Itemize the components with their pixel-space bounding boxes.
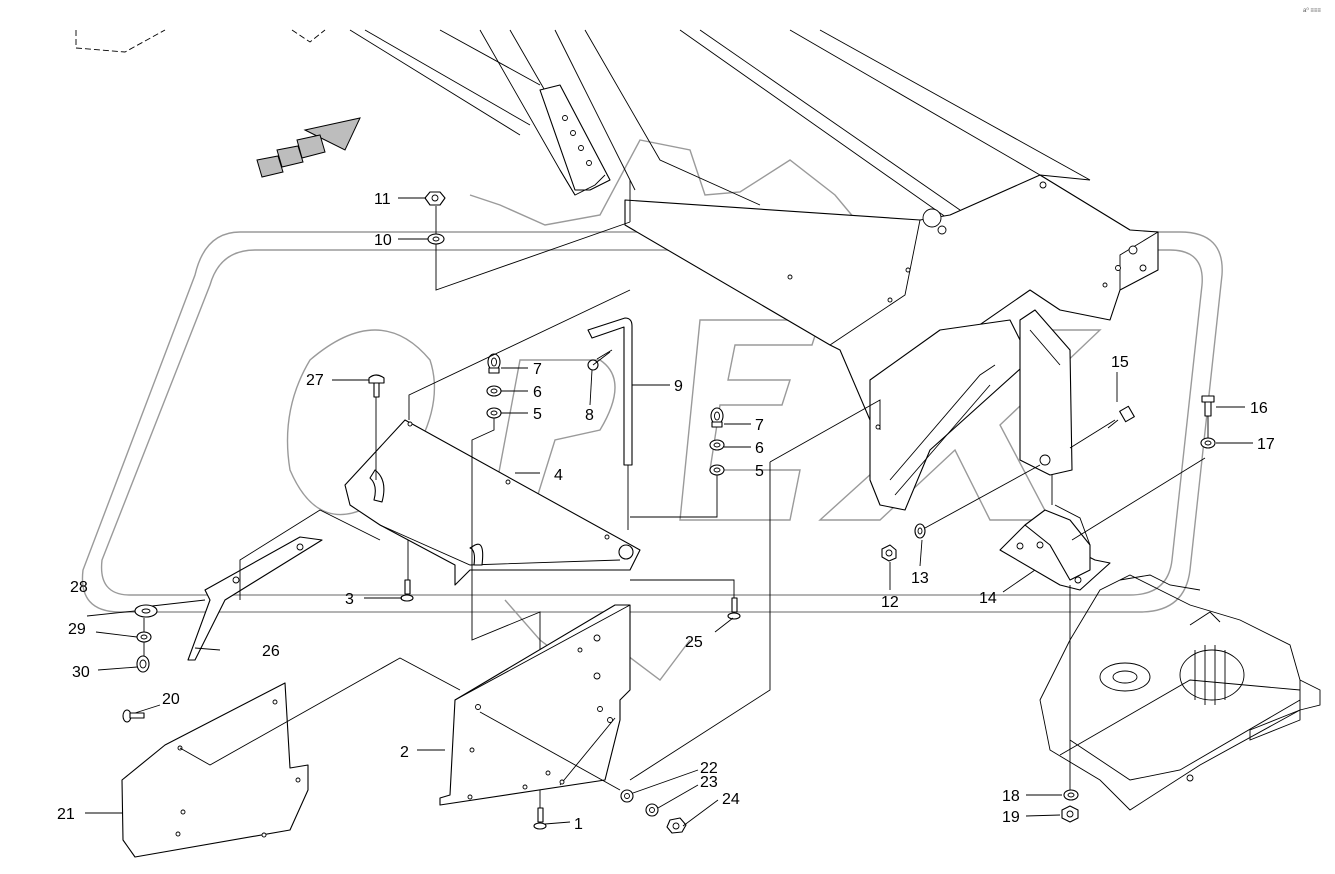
callout-30: 30	[72, 664, 90, 681]
callout-27: 27	[306, 372, 324, 389]
callout-6a: 6	[533, 384, 542, 401]
part-12-nut	[881, 544, 897, 562]
part-6a-washer	[486, 385, 502, 397]
callout-6b: 6	[755, 440, 764, 457]
callout-10: 10	[374, 232, 392, 249]
machine-base-ghost	[1039, 574, 1321, 811]
callout-labels: 1 2 3 4 5 5 6 6 7 7 8 9 10 11 12 13 14 1…	[57, 191, 1275, 833]
part-14-foot	[999, 504, 1111, 591]
callout-8: 8	[585, 407, 594, 424]
callout-29: 29	[68, 621, 86, 638]
callout-7b: 7	[755, 417, 764, 434]
part-21-plate	[121, 682, 309, 858]
part-20-bolt	[122, 709, 145, 723]
part-6b-washer	[709, 439, 725, 451]
part-7b-eyenut	[710, 407, 724, 428]
part-30-nut	[136, 655, 150, 673]
callout-4: 4	[554, 467, 563, 484]
part-22-washer	[620, 789, 634, 803]
callout-3: 3	[345, 591, 354, 608]
part-7a-eyenut	[487, 353, 501, 374]
callout-18: 18	[1002, 788, 1020, 805]
callout-24: 24	[722, 791, 740, 808]
callout-23: 23	[700, 774, 718, 791]
callout-5a: 5	[533, 406, 542, 423]
callout-13: 13	[911, 570, 929, 587]
part-11-nut	[424, 191, 446, 206]
travel-direction-arrow-icon	[256, 117, 361, 178]
callout-28: 28	[70, 579, 88, 596]
part-5a-washer	[486, 407, 502, 419]
callout-14: 14	[979, 590, 997, 607]
callout-9: 9	[674, 378, 683, 395]
part-8-linchpin	[587, 349, 613, 371]
part-25-bolt	[727, 597, 741, 620]
part-9-rod	[587, 317, 633, 466]
callout-5b: 5	[755, 463, 764, 480]
part-5b-washer	[709, 464, 725, 476]
part-24-nut	[666, 817, 687, 834]
callout-19: 19	[1002, 809, 1020, 826]
part-13-washer	[914, 523, 926, 539]
callout-12: 12	[881, 594, 899, 611]
corner-mark: a⁰ ≡≡≡	[1303, 7, 1321, 14]
callout-26: 26	[262, 643, 280, 660]
part-16-bolt	[1201, 395, 1215, 417]
part-26-bracket	[187, 536, 323, 661]
callout-21: 21	[57, 806, 75, 823]
callout-7a: 7	[533, 361, 542, 378]
callout-16: 16	[1250, 400, 1268, 417]
part-10-washer	[427, 233, 445, 245]
part-23-washer	[645, 803, 659, 817]
part-15-bolt	[1107, 405, 1135, 429]
part-18-washer	[1063, 789, 1079, 801]
part-4-cover-plate	[344, 419, 641, 586]
part-1-bolt	[533, 807, 547, 830]
part-19-nut	[1061, 805, 1079, 823]
callout-20: 20	[162, 691, 180, 708]
callout-22: 22	[700, 760, 718, 777]
callout-17: 17	[1257, 436, 1275, 453]
part-2-shield	[439, 604, 631, 806]
part-28-washer	[134, 604, 158, 618]
frame-ghost-outline	[75, 29, 326, 53]
callout-1: 1	[574, 816, 583, 833]
part-17-washer	[1200, 437, 1216, 449]
fasteners	[122, 191, 1216, 834]
part-29-washer	[136, 631, 152, 643]
part-3-bolt	[400, 579, 414, 602]
callout-11: 11	[374, 191, 391, 208]
callout-15: 15	[1111, 354, 1129, 371]
assembly-lines	[143, 180, 1209, 808]
part-27-bolt	[368, 374, 385, 398]
callout-2: 2	[400, 744, 409, 761]
main-frame-beam	[349, 29, 1159, 511]
callout-leaders	[85, 197, 1253, 827]
callout-25: 25	[685, 634, 703, 651]
